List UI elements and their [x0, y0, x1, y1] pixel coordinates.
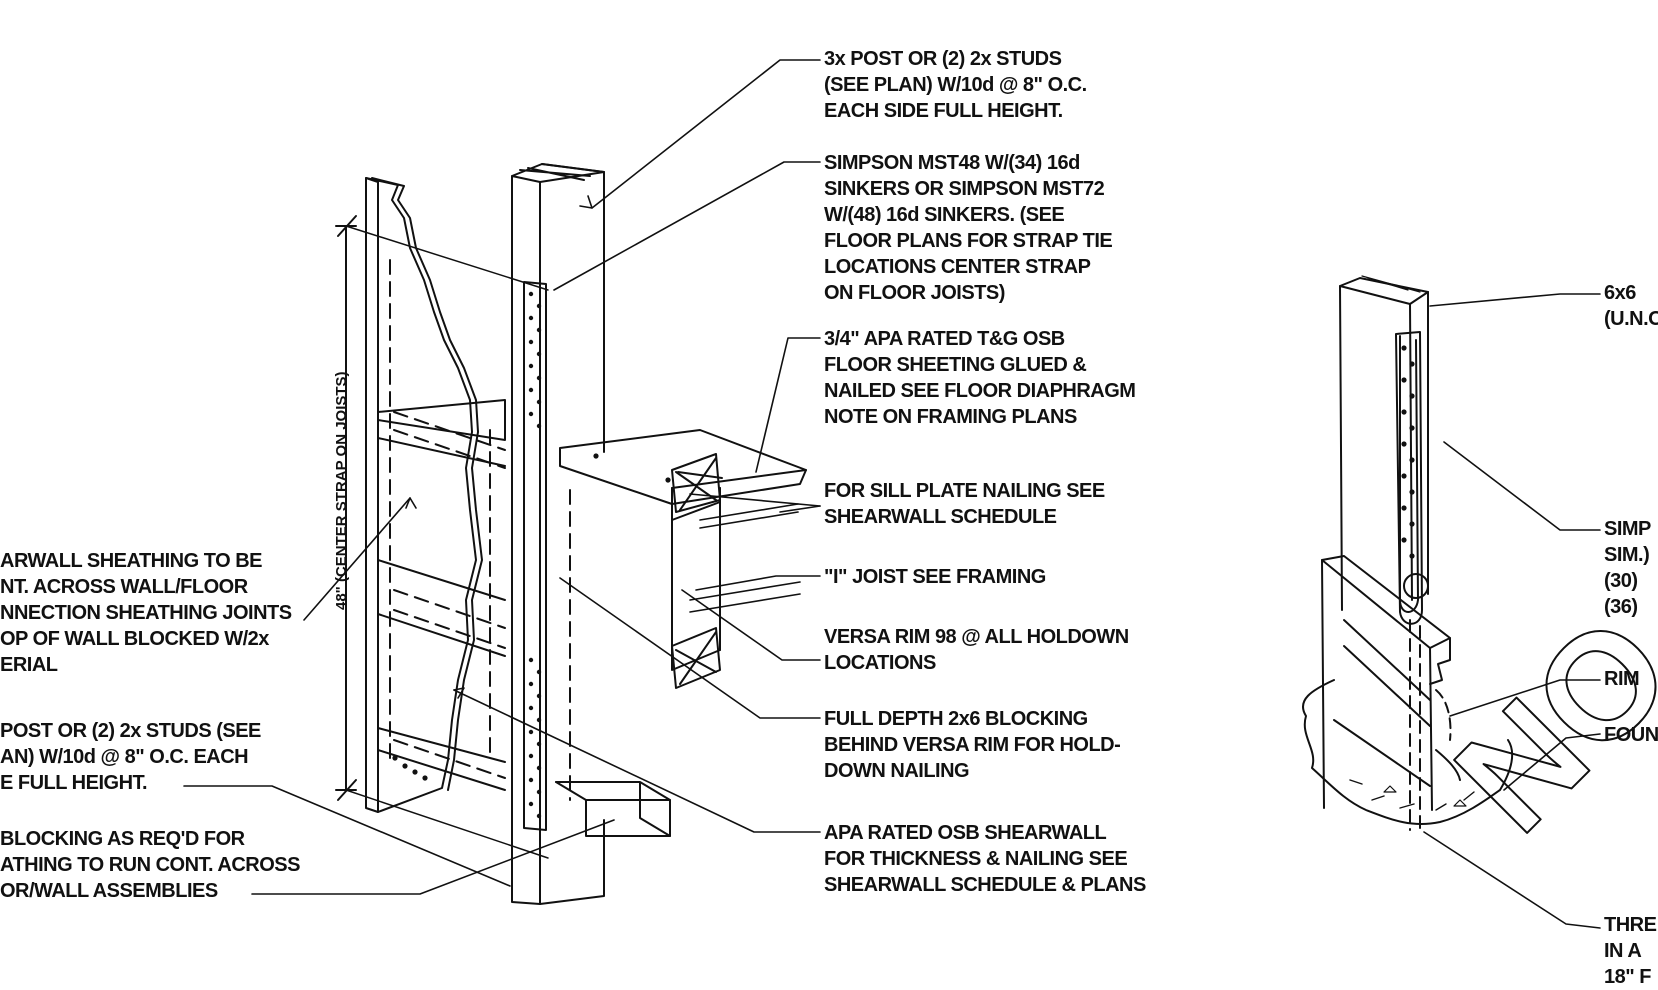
callout-blocking-req: BLOCKING AS REQ'D FOR ATHING TO RUN CONT…	[0, 826, 300, 904]
left-isometric-detail: 48" (CENTER STRAP ON JOISTS)	[183, 59, 821, 905]
callout-floor-sheathing: 3/4" APA RATED T&G OSB FLOOR SHEETING GL…	[824, 326, 1136, 430]
callout-sill-plate: FOR SILL PLATE NAILING SEE SHEARWALL SCH…	[824, 478, 1105, 530]
callout-line: NAILED SEE FLOOR DIAPHRAGM	[824, 380, 1136, 402]
callout-line: EACH SIDE FULL HEIGHT.	[824, 100, 1063, 122]
callout-line: NOTE ON FRAMING PLANS	[824, 406, 1077, 428]
callout-line: FOUN	[1604, 724, 1658, 746]
callout-i-joist: "I" JOIST SEE FRAMING	[824, 564, 1046, 590]
callout-line: LOCATIONS CENTER STRAP	[824, 256, 1091, 278]
callout-strap: SIMPSON MST48 W/(34) 16d SINKERS OR SIMP…	[824, 150, 1113, 306]
blocking-members	[377, 399, 671, 837]
callout-line: SHEARWALL SCHEDULE	[824, 506, 1057, 528]
callout-foundation-right: FOUN	[1604, 722, 1658, 748]
callout-line: FULL DEPTH 2x6 BLOCKING	[824, 708, 1088, 730]
callout-line: BLOCKING AS REQ'D FOR	[0, 828, 245, 850]
callout-line: ERIAL	[0, 654, 58, 676]
callout-line: POST OR (2) 2x STUDS (SEE	[0, 720, 261, 742]
callout-line: 6x6	[1604, 282, 1636, 304]
callout-line: ATHING TO RUN CONT. ACROSS	[0, 854, 300, 876]
callout-versa-rim: VERSA RIM 98 @ ALL HOLDOWN LOCATIONS	[824, 624, 1129, 676]
callout-line: FOR SILL PLATE NAILING SEE	[824, 480, 1105, 502]
callout-line: AN) W/10d @ 8" O.C. EACH	[0, 746, 249, 768]
callout-simpson-right: SIMP SIM.) (30) (36)	[1604, 516, 1651, 620]
callout-line: NT. ACROSS WALL/FLOOR	[0, 576, 248, 598]
callout-line: (30)	[1604, 570, 1638, 592]
callout-line: BEHIND VERSA RIM FOR HOLD-	[824, 734, 1121, 756]
callout-line: FLOOR PLANS FOR STRAP TIE	[824, 230, 1113, 252]
floor-assembly	[559, 429, 807, 689]
callout-line: 3/4" APA RATED T&G OSB	[824, 328, 1065, 350]
callout-line: (U.N.O	[1604, 308, 1658, 330]
callout-line: IN A	[1604, 940, 1642, 962]
callout-line: W/(48) 16d SINKERS. (SEE	[824, 204, 1065, 226]
callout-line: DOWN NAILING	[824, 760, 970, 782]
callout-line: "I" JOIST SEE FRAMING	[824, 566, 1046, 588]
callout-line: NNECTION SHEATHING JOINTS	[0, 602, 292, 624]
callout-line: OR/WALL ASSEMBLIES	[0, 880, 218, 902]
callout-line: SIMPSON MST48 W/(34) 16d	[824, 152, 1080, 174]
callout-line: THRE	[1604, 914, 1657, 936]
callout-line: FOR THICKNESS & NAILING SEE	[824, 848, 1128, 870]
callout-line: OP OF WALL BLOCKED W/2x	[0, 628, 269, 650]
callout-post-left: POST OR (2) 2x STUDS (SEE AN) W/10d @ 8"…	[0, 718, 261, 796]
callout-post-studs: 3x POST OR (2) 2x STUDS (SEE PLAN) W/10d…	[824, 46, 1087, 124]
callout-line: RIM	[1604, 668, 1640, 690]
callout-rim-right: RIM	[1604, 666, 1640, 692]
callout-osb-shearwall: APA RATED OSB SHEARWALL FOR THICKNESS & …	[824, 820, 1146, 898]
dimension-label: 48" (CENTER STRAP ON JOISTS)	[333, 371, 350, 610]
framing-detail-drawing: 48" (CENTER STRAP ON JOISTS)	[183, 59, 1658, 929]
callout-line: SIM.)	[1604, 544, 1650, 566]
callout-line: SIMP	[1604, 518, 1651, 540]
callout-blocking-2x6: FULL DEPTH 2x6 BLOCKING BEHIND VERSA RIM…	[824, 706, 1121, 784]
post-with-strap	[511, 163, 605, 905]
callout-sheathing-cont: ARWALL SHEATHING TO BE NT. ACROSS WALL/F…	[0, 548, 292, 678]
callout-post-6x6: 6x6 (U.N.O	[1604, 280, 1658, 332]
callout-line: SHEARWALL SCHEDULE & PLANS	[824, 874, 1146, 896]
callout-line: LOCATIONS	[824, 652, 936, 674]
callout-thread-right: THRE IN A 18" F	[1604, 912, 1657, 990]
callout-line: VERSA RIM 98 @ ALL HOLDOWN	[824, 626, 1129, 648]
callout-line: SINKERS OR SIMPSON MST72	[824, 178, 1105, 200]
callout-line: ON FLOOR JOISTS)	[824, 282, 1005, 304]
callout-line: E FULL HEIGHT.	[0, 772, 148, 794]
callout-line: (SEE PLAN) W/10d @ 8" O.C.	[824, 74, 1087, 96]
dimension-line: 48" (CENTER STRAP ON JOISTS)	[333, 215, 549, 859]
callout-line: APA RATED OSB SHEARWALL	[824, 822, 1107, 844]
callout-line: (36)	[1604, 596, 1638, 618]
callout-line: ARWALL SHEATHING TO BE	[0, 550, 262, 572]
callout-line: FLOOR SHEETING GLUED &	[824, 354, 1087, 376]
callout-line: 3x POST OR (2) 2x STUDS	[824, 48, 1062, 70]
leader-lines-left-detail	[183, 59, 821, 895]
